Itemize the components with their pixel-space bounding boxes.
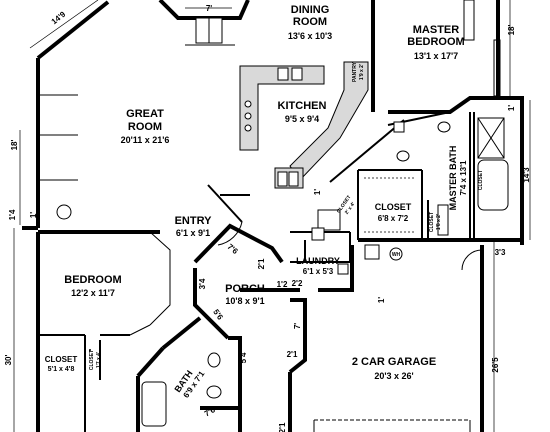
dim-2-1-a: 2'1 bbox=[257, 258, 266, 269]
dim-1-c: 1' bbox=[507, 105, 516, 111]
dim-26-5: 26'5 bbox=[491, 357, 500, 373]
dim-18-top: 18' bbox=[507, 25, 516, 36]
kitchen-counters bbox=[239, 61, 369, 231]
master-bath-fixtures bbox=[393, 117, 509, 236]
dining-dims: 13'6 x 10'3 bbox=[288, 31, 332, 41]
closet-bed-dims: 5'1 x 4'8 bbox=[48, 366, 75, 373]
master-dims: 13'1 x 17'7 bbox=[414, 51, 458, 61]
master-name-2: BEDROOM bbox=[407, 36, 464, 48]
master-closet-rods bbox=[364, 177, 416, 233]
dining-doors[interactable] bbox=[185, 17, 235, 46]
dim-2-1-b: 2'1 bbox=[287, 350, 298, 359]
porch-name: PORCH bbox=[225, 283, 265, 295]
dining-name: DINING bbox=[291, 4, 330, 16]
kitchen-name: KITCHEN bbox=[278, 100, 327, 112]
garage-door[interactable] bbox=[313, 419, 471, 432]
dim-7-a: 7' bbox=[293, 323, 302, 329]
room-labels: DINING ROOM 13'6 x 10'3 MASTER BEDROOM 1… bbox=[45, 4, 468, 400]
upper-right-detail bbox=[463, 0, 501, 97]
bedroom-dims: 12'2 x 11'7 bbox=[71, 288, 115, 298]
garage-name: 2 CAR GARAGE bbox=[352, 356, 436, 368]
entry-name: ENTRY bbox=[175, 215, 213, 227]
great-room-windows bbox=[38, 94, 78, 220]
great-name: GREAT bbox=[126, 108, 164, 120]
dim-14-9: 14'9 bbox=[50, 9, 68, 26]
master-bath-dims: 7'4 x 13'1 bbox=[459, 160, 468, 195]
dim-5-6: 5'6 bbox=[211, 308, 225, 322]
dim-1-d: 1' bbox=[29, 212, 38, 218]
pantry-name: PANTRY bbox=[352, 61, 358, 82]
bedroom-bay bbox=[89, 231, 171, 351]
wh-label: WH bbox=[392, 252, 401, 258]
dim-7-6-a: 7'6 bbox=[226, 242, 240, 256]
dim-1-a: 1' bbox=[377, 297, 386, 303]
garage-dims: 20'3 x 26' bbox=[374, 371, 413, 381]
dim-18-left: 18' bbox=[10, 140, 19, 151]
entry-dims: 6'1 x 9'1 bbox=[176, 228, 210, 238]
bedroom-name: BEDROOM bbox=[64, 274, 121, 286]
pantry-dims: 1'9 x 2' bbox=[359, 64, 365, 80]
dimension-lines bbox=[13, 0, 531, 432]
dim-2-1-c: 2'1 bbox=[278, 422, 287, 432]
closet-mbath-name: CLOSET bbox=[478, 170, 484, 190]
porch-dims: 10'8 x 9'1 bbox=[225, 296, 264, 306]
dim-7: 7' bbox=[206, 4, 212, 13]
laundry-fixtures bbox=[311, 227, 403, 275]
dim-1-b: 1' bbox=[313, 189, 322, 195]
master-name: MASTER bbox=[413, 24, 460, 36]
dim-3-3: 3'3 bbox=[495, 248, 506, 257]
dim-30: 30' bbox=[4, 355, 13, 366]
dim-5-4: 5'4 bbox=[239, 352, 248, 363]
door-swings bbox=[217, 221, 483, 271]
exterior-walls bbox=[22, 0, 524, 432]
closet-bed-small-dims: 1'7 x 4' bbox=[96, 352, 102, 368]
closet-bed-small-name: CLOSET bbox=[89, 350, 95, 370]
dining-name-2: ROOM bbox=[293, 16, 327, 28]
dim-1-2: 1'2 bbox=[277, 280, 288, 289]
great-dims: 20'11 x 21'6 bbox=[121, 135, 170, 145]
closet-vert-dims: 1'8 x 2' bbox=[436, 214, 442, 230]
laundry-dims: 6'1 x 5'3 bbox=[303, 267, 334, 276]
dim-14-3: 14'3 bbox=[522, 167, 531, 183]
laundry-name: LAUNDRY bbox=[296, 256, 340, 266]
kitchen-dims: 9'5 x 9'4 bbox=[285, 114, 319, 124]
closet-vert-name: CLOSET bbox=[429, 212, 435, 232]
master-bath-name: MASTER BATH bbox=[448, 146, 458, 211]
dim-2-2: 2'2 bbox=[292, 279, 303, 288]
great-name-2: ROOM bbox=[128, 121, 162, 133]
dim-3-4: 3'4 bbox=[198, 278, 207, 289]
closet-master-dims: 6'8 x 7'2 bbox=[378, 214, 409, 223]
closet-master-name: CLOSET bbox=[375, 202, 412, 212]
closet-bed-name: CLOSET bbox=[45, 355, 78, 364]
dim-1-4: 1'4 bbox=[8, 209, 17, 220]
bath-fixtures bbox=[141, 352, 222, 427]
